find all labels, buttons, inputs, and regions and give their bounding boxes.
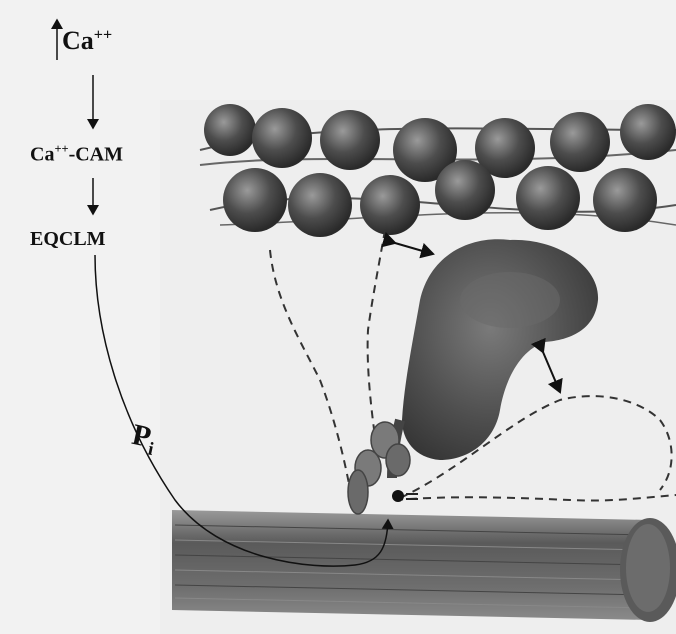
eqclm-label: EQCLM (30, 228, 106, 251)
cacam-suffix: -CAM (69, 144, 123, 166)
calcium-charge: ++ (94, 26, 112, 43)
calcium-label: Ca++ (62, 26, 112, 56)
cacam-charge: ++ (54, 142, 68, 156)
cacam-base: Ca (30, 144, 54, 166)
calcium-calmodulin-label: Ca++-CAM (30, 142, 123, 167)
thick-filament (172, 510, 676, 622)
calcium-text: Ca (62, 26, 94, 55)
